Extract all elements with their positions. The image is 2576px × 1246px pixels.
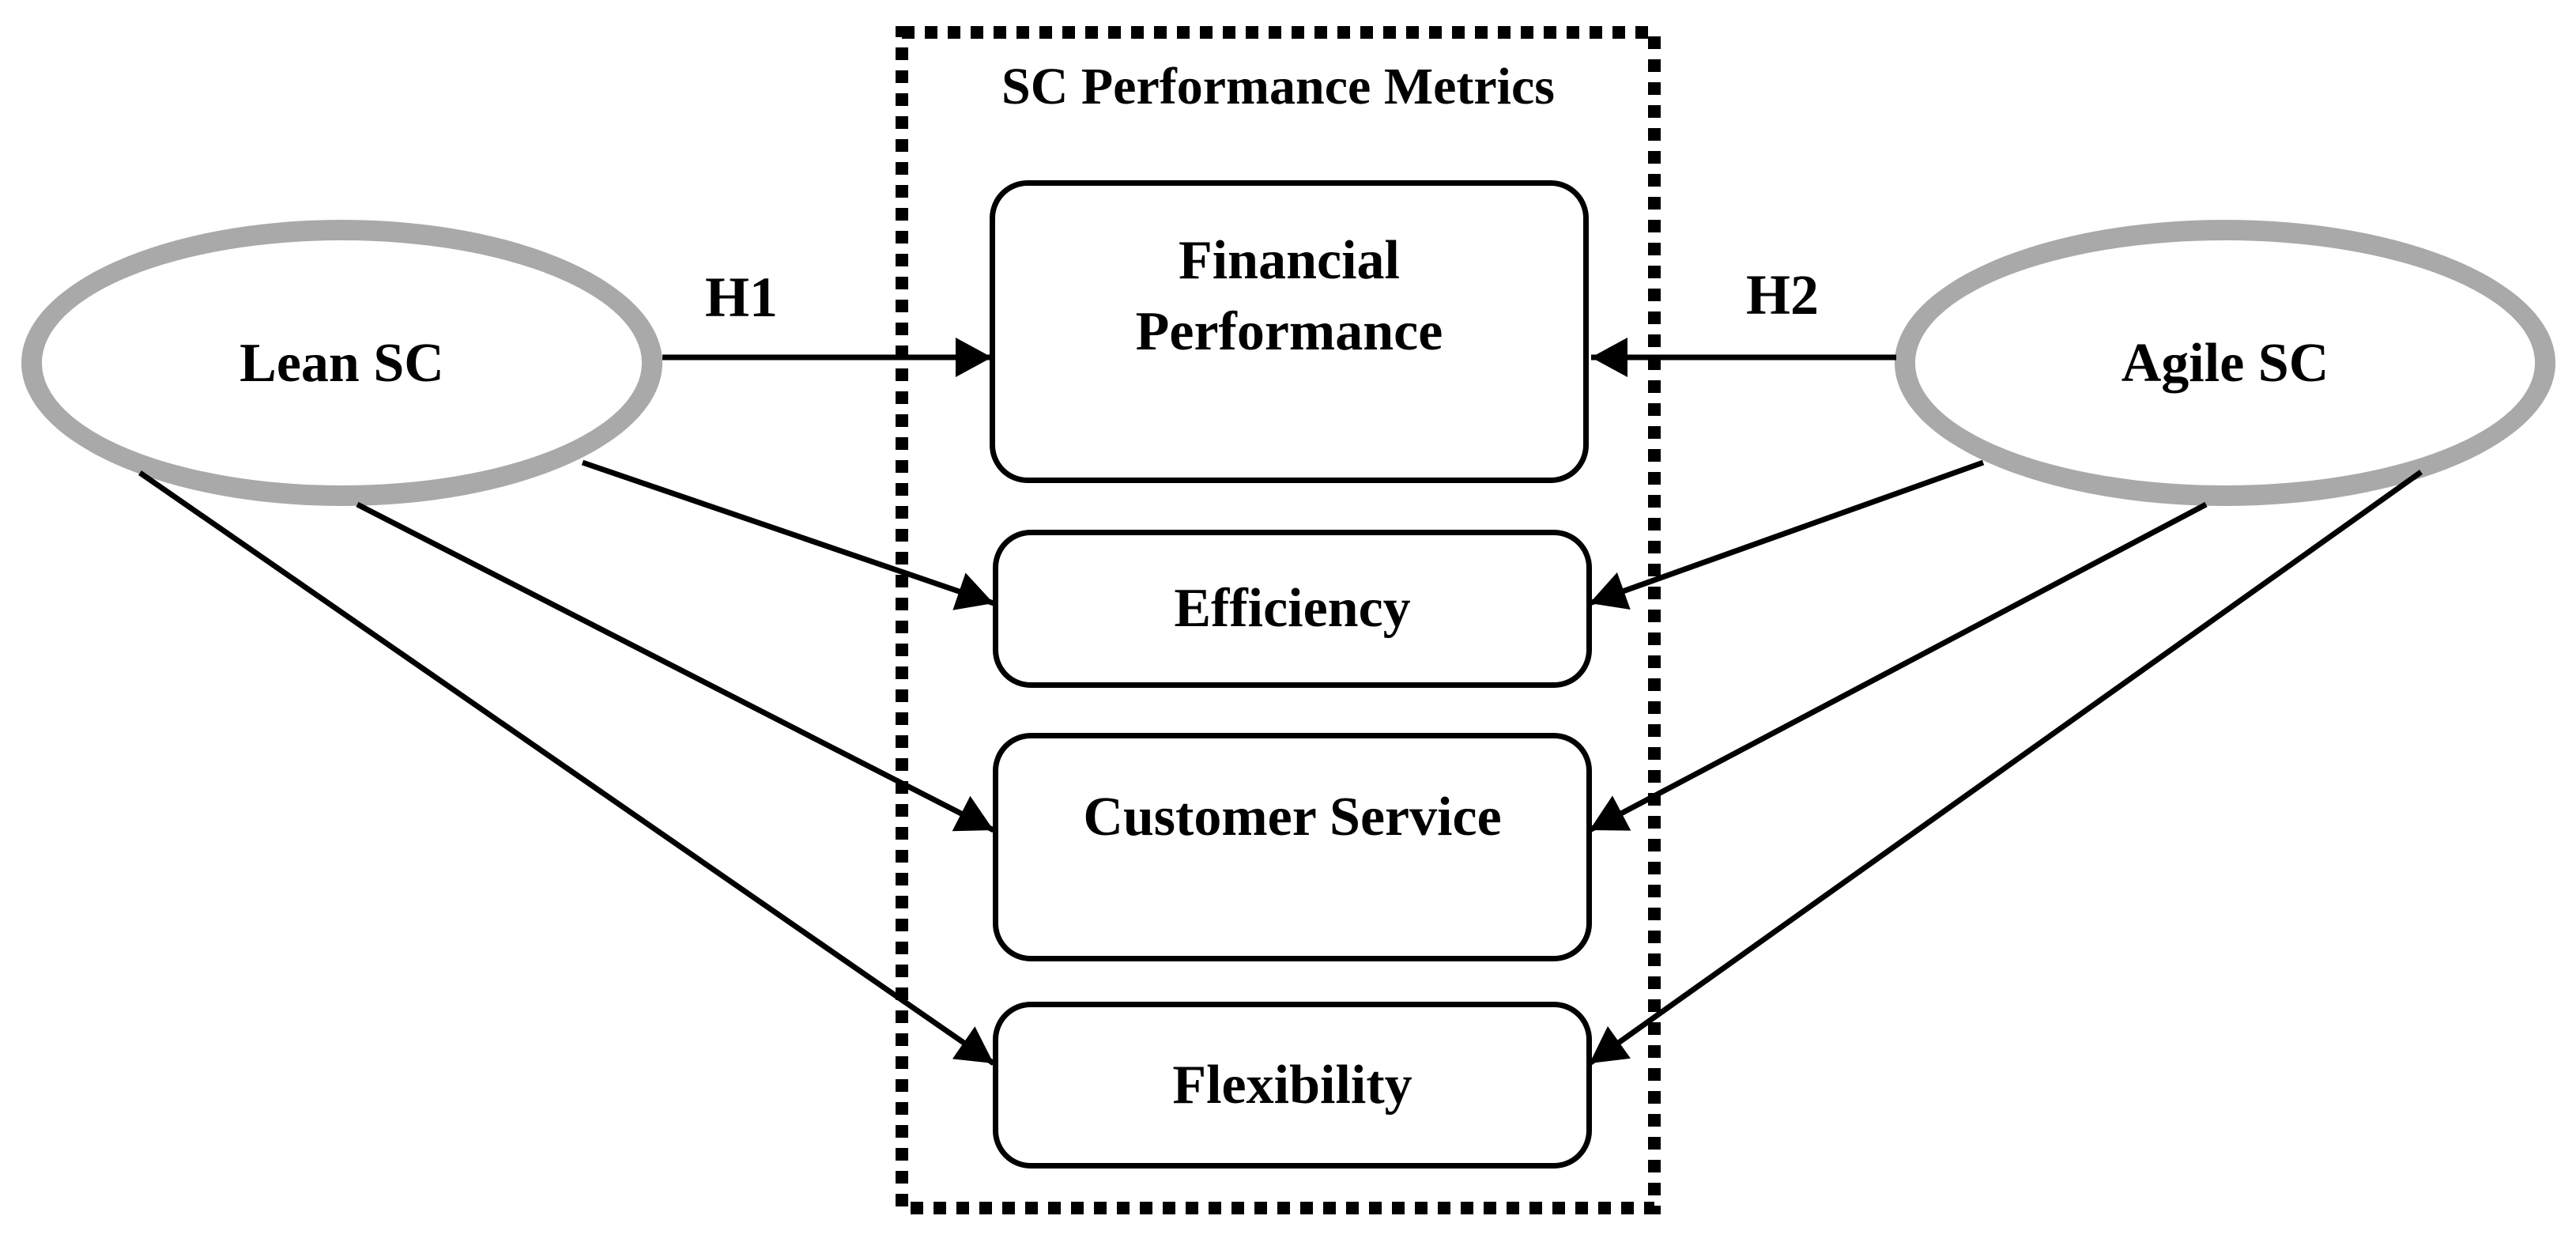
node-agile-sc-label: Agile SC <box>2121 332 2329 394</box>
box-efficiency-label: Efficiency <box>1174 578 1411 640</box>
box-efficiency: Efficiency <box>993 530 1592 688</box>
box-flexibility: Flexibility <box>993 1002 1592 1169</box>
edge-lean-to-customer-service <box>356 501 995 833</box>
metrics-group-title: SC Performance Metrics <box>1001 58 1555 115</box>
node-lean-sc: Lean SC <box>21 220 662 506</box>
edge-lean-to-flexibility <box>138 470 995 1066</box>
edge-agile-to-efficiency <box>1588 459 1985 610</box>
box-financial-performance: Financial Performance <box>990 180 1589 483</box>
edge-lean-to-efficiency <box>581 459 995 610</box>
edge-label-h1: H1 <box>704 266 778 329</box>
box-customer-service-label: Customer Service <box>1083 786 1502 848</box>
node-agile-sc: Agile SC <box>1895 220 2555 506</box>
edge-agile-to-flexibility <box>1587 470 2423 1066</box>
node-lean-sc-label: Lean SC <box>239 332 444 394</box>
edge-agile-to-customer-service <box>1588 501 2208 833</box>
edge-label-h2: H2 <box>1745 263 1819 327</box>
box-financial-performance-label: Financial Performance <box>1135 229 1443 362</box>
box-customer-service: Customer Service <box>993 733 1592 961</box>
box-flexibility-label: Flexibility <box>1172 1054 1412 1116</box>
